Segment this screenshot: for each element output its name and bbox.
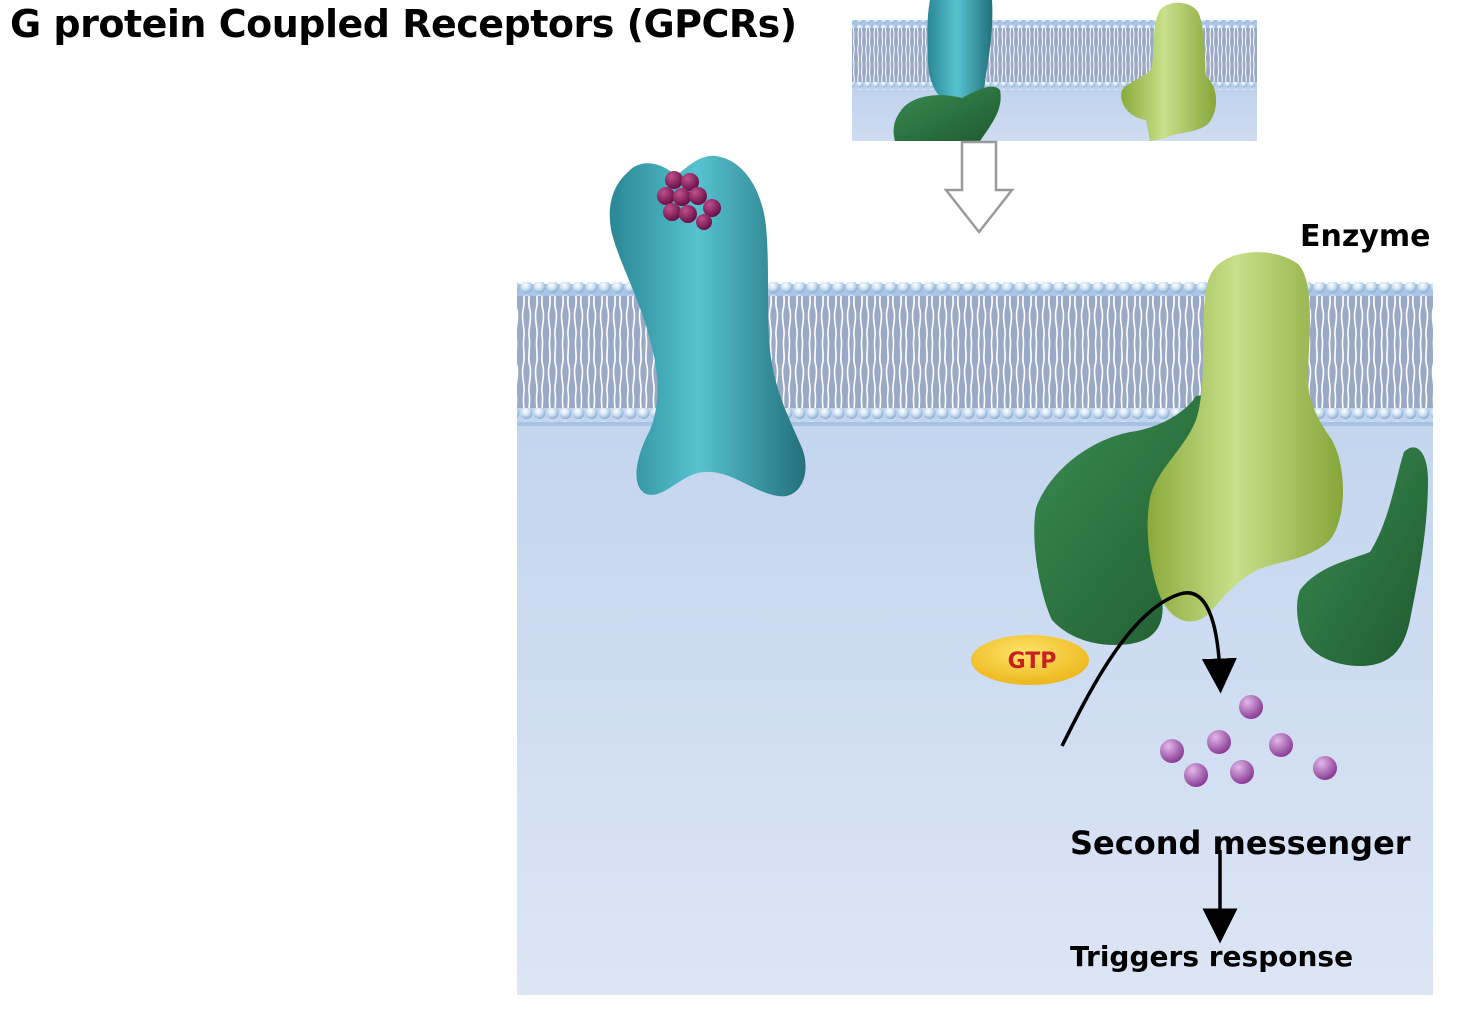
enzyme: [1147, 252, 1344, 622]
gtp-label: GTP: [1008, 649, 1057, 674]
active-state-panel: GTP Enzyme Second messenger Triggers res…: [517, 155, 1433, 995]
inactive-state-thumbnail: [852, 0, 1257, 142]
activation-arrow: [1060, 591, 1237, 747]
thumbnail-receptor: [927, 0, 993, 107]
thumbnail-membrane-inner-heads: [852, 82, 1257, 90]
thumbnail-g-protein: [893, 86, 1001, 141]
receptor: [609, 155, 806, 497]
second-messenger-label: Second messenger: [1070, 824, 1411, 862]
signal-molecule: [657, 171, 721, 230]
gtp: GTP: [971, 635, 1089, 685]
thumbnail-membrane-outer-heads: [852, 20, 1257, 28]
triggers-response-label: Triggers response: [1070, 940, 1353, 973]
page-title: G protein Coupled Receptors (GPCRs): [10, 2, 797, 46]
second-messenger-molecules: [1160, 695, 1337, 787]
transition-arrow: [943, 140, 1015, 235]
enzyme-label: Enzyme: [1300, 219, 1430, 254]
thumbnail-enzyme: [1121, 2, 1217, 142]
g-protein-beta-gamma: [1297, 447, 1428, 666]
